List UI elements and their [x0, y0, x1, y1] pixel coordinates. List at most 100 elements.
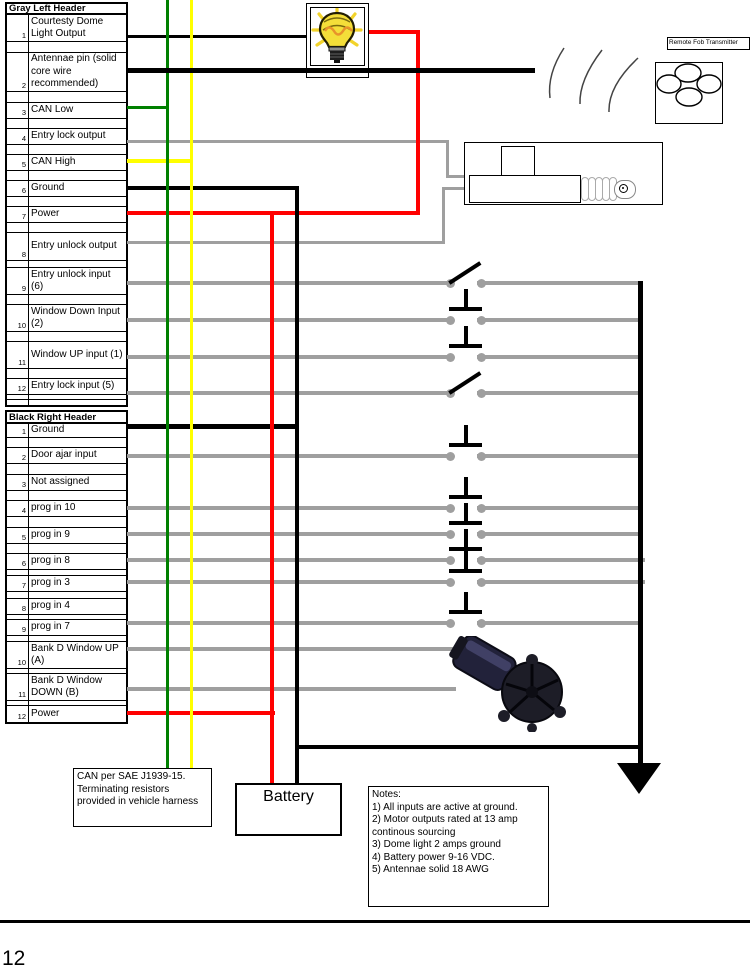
spacer-row: [7, 119, 126, 129]
dome-light-inner-box: [310, 7, 365, 66]
pin-number: 10: [7, 642, 29, 668]
wire-prog-in-3: [127, 580, 451, 584]
wire-ground-gray-header: [127, 186, 299, 190]
wire-door-ajar-input: [127, 454, 451, 458]
wire-dome-light-output: [127, 35, 308, 38]
spacer-row: [7, 261, 126, 268]
wire-window-down-input: [477, 318, 642, 322]
page-number: 12: [2, 947, 26, 970]
notes-line: 2) Motor outputs rated at 13 amp contino…: [372, 814, 518, 838]
spacer-row: [7, 592, 126, 599]
pin-number: 12: [7, 379, 29, 394]
pin-number: 9: [7, 620, 29, 635]
pin-label: Entry lock output: [31, 130, 106, 142]
switch-pushbutton-icon: [449, 569, 482, 573]
pin-label: prog in 9: [31, 529, 70, 541]
wire-entry-lock-output: [446, 175, 466, 178]
spacer-row: [7, 570, 126, 576]
switch-pushbutton-icon: [449, 443, 482, 447]
can-note-line: CAN per SAE J1939-15.: [77, 771, 186, 782]
spacer-row: [7, 197, 126, 207]
can-note-line: Terminating resistors: [77, 783, 170, 795]
wire-prog-in-7: [127, 621, 451, 625]
switch-pushbutton-icon: [449, 610, 482, 614]
switch-terminal: [476, 315, 486, 325]
wire-dome-power-rail: [416, 30, 420, 215]
notes-line: 1) All inputs are active at ground.: [372, 801, 518, 813]
actuator-rod-end: [614, 180, 636, 199]
pin-label: Window Down Input (2): [31, 305, 120, 330]
wire-prog-in-10: [127, 506, 451, 510]
wire-dome-light-power: [368, 30, 420, 34]
pin-label: Door ajar input: [31, 449, 97, 461]
switch-pushbutton-icon: [464, 326, 468, 344]
pin-number: 6: [7, 181, 29, 196]
spacer-row: [7, 464, 126, 475]
pin-number: 4: [7, 129, 29, 144]
pin-label: Ground: [31, 424, 65, 436]
switch-pushbutton-icon: [449, 547, 482, 551]
switch-pushbutton-icon: [464, 551, 468, 569]
light-bulb-icon: [311, 7, 363, 63]
switch-terminal: [445, 503, 455, 513]
pin-number: 9: [7, 268, 29, 294]
switch-terminal: [476, 529, 486, 539]
pin-label: Courtesty Dome Light Output: [31, 15, 104, 40]
remote-fob-buttons-icon: [656, 63, 722, 107]
pin-number: 12: [7, 706, 29, 722]
wire-prog-in-10: [477, 506, 642, 510]
switch-terminal: [445, 618, 455, 628]
wire-antennae: [127, 68, 535, 73]
gray-table-title: Gray Left Header: [7, 4, 126, 15]
spacer-row: [7, 42, 126, 53]
spacer-row: [7, 400, 126, 405]
wire-entry-unlock-input: [477, 281, 642, 285]
switch-terminal: [445, 529, 455, 539]
wire-entry-lock-output: [446, 140, 449, 178]
spacer-row: [7, 295, 126, 305]
wire-can-high-rail: [190, 0, 193, 768]
wire-entry-unlock-output: [442, 187, 466, 190]
spacer-row: [7, 544, 126, 554]
spacer-row: [7, 438, 126, 448]
spacer-row: [7, 369, 126, 379]
wire-prog-in-8: [477, 558, 645, 562]
switch-terminal: [445, 555, 455, 565]
switch-pushbutton-icon: [449, 495, 482, 499]
switch-terminal: [476, 618, 486, 628]
battery-box: Battery: [235, 783, 342, 836]
spacer-row: [7, 92, 126, 103]
switch-pushbutton-icon: [464, 503, 468, 521]
pin-label: Ground: [31, 182, 65, 194]
black-table-title: Black Right Header: [7, 412, 126, 424]
actuator-rod-eye: [619, 184, 628, 193]
notes-line: 3) Dome light 2 amps ground: [372, 839, 501, 850]
wire-prog-in-9: [477, 532, 642, 536]
switch-pushbutton-icon: [449, 521, 482, 525]
switch-terminal: [476, 278, 486, 288]
wire-entry-lock-output: [127, 140, 449, 143]
switch-pushbutton-icon: [464, 529, 468, 547]
switch-terminal: [476, 555, 486, 565]
pin-number: 5: [7, 528, 29, 543]
switch-terminal: [476, 451, 486, 461]
wire-window-up-motor: [127, 647, 453, 651]
ground-symbol-icon: [617, 763, 661, 794]
spacer-row: [7, 332, 126, 342]
wire-can-high: [127, 159, 193, 163]
pin-number: 7: [7, 207, 29, 222]
footer-rule: [0, 920, 750, 923]
spacer-row: [7, 171, 126, 181]
pin-label: prog in 7: [31, 621, 70, 633]
wire-entry-lock-input: [127, 391, 451, 395]
